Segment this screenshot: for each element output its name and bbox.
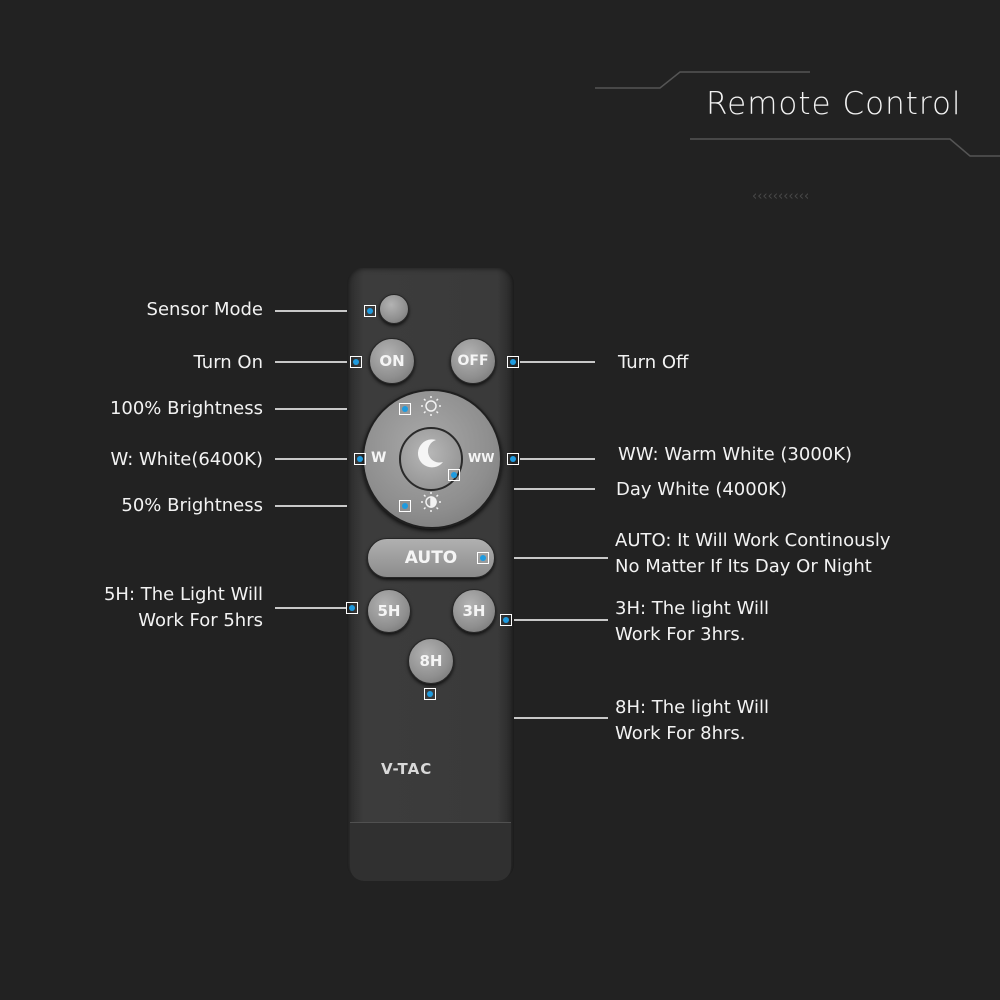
label-day-white: Day White (4000K) xyxy=(616,479,787,500)
moon-icon xyxy=(417,439,443,468)
off-button[interactable]: OFF xyxy=(450,338,496,384)
label-auto: AUTO: It Will Work Continously No Matter… xyxy=(615,528,891,580)
sensor-mode-button[interactable] xyxy=(379,294,409,324)
label-5h-line2: Work For 5hrs xyxy=(138,610,263,631)
label-auto-line1: AUTO: It Will Work Continously xyxy=(615,530,891,551)
label-turn-off: Turn Off xyxy=(618,352,689,373)
label-5h-line1: 5H: The Light Will xyxy=(103,584,263,605)
white-button-label[interactable]: W xyxy=(371,450,387,466)
label-brightness-50: 50% Brightness xyxy=(121,495,263,516)
8h-button[interactable]: 8H xyxy=(408,638,454,684)
label-3h: 3H: The light Will Work For 3hrs. xyxy=(615,596,769,648)
page-title: Remote Control xyxy=(706,86,962,122)
marker-off xyxy=(507,356,519,368)
label-8h-line1: 8H: The light Will xyxy=(615,697,769,718)
label-brightness-100: 100% Brightness xyxy=(109,398,263,419)
warm-white-button-label[interactable]: WW xyxy=(468,451,495,465)
marker-brightness-100 xyxy=(399,403,411,415)
svg-text:‹‹‹‹‹‹‹‹‹‹‹: ‹‹‹‹‹‹‹‹‹‹‹ xyxy=(752,189,809,204)
marker-sensor-mode xyxy=(364,305,376,317)
marker-warm-white xyxy=(507,453,519,465)
marker-day-white xyxy=(448,469,460,481)
sun-icon xyxy=(421,396,441,416)
marker-on xyxy=(350,356,362,368)
label-8h: 8H: The light Will Work For 8hrs. xyxy=(615,695,769,747)
marker-auto xyxy=(477,552,489,564)
label-3h-line1: 3H: The light Will xyxy=(615,598,769,619)
marker-brightness-50 xyxy=(399,500,411,512)
marker-3h xyxy=(500,614,512,626)
3h-button[interactable]: 3H xyxy=(452,589,496,633)
on-button[interactable]: ON xyxy=(369,338,415,384)
marker-white xyxy=(354,453,366,465)
label-white: W: White(6400K) xyxy=(110,449,263,470)
marker-5h xyxy=(346,602,358,614)
label-warm-white: WW: Warm White (3000K) xyxy=(618,444,853,465)
half-sun-icon xyxy=(421,492,441,512)
label-3h-line2: Work For 3hrs. xyxy=(615,624,746,645)
label-turn-on: Turn On xyxy=(193,352,263,373)
vtac-logo: V-TAC xyxy=(381,760,433,778)
remote-battery-cover xyxy=(350,822,511,881)
marker-8h xyxy=(424,688,436,700)
auto-button[interactable]: AUTO xyxy=(367,538,495,578)
label-8h-line2: Work For 8hrs. xyxy=(615,723,746,744)
label-5h: 5H: The Light Will Work For 5hrs xyxy=(104,582,263,634)
label-auto-line2: No Matter If Its Day Or Night xyxy=(615,556,872,577)
label-sensor-mode: Sensor Mode xyxy=(146,299,263,320)
5h-button[interactable]: 5H xyxy=(367,589,411,633)
